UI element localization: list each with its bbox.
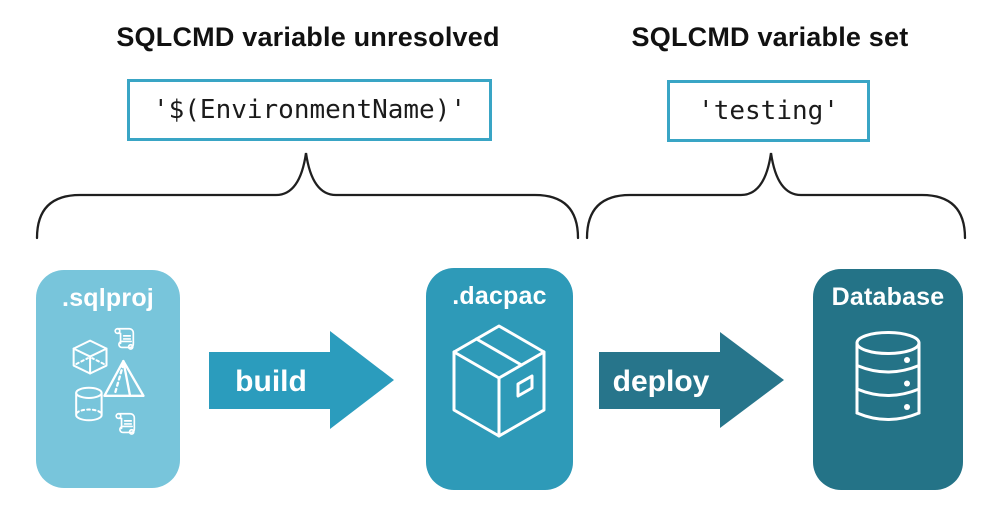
left-brace	[35, 152, 580, 240]
sql-objects-icon	[72, 327, 145, 435]
node-dacpac: .dacpac	[426, 268, 573, 490]
heading-variable-set: SQLCMD variable set	[631, 22, 909, 52]
code-testing-value: 'testing'	[698, 96, 839, 126]
code-box-testing-value: 'testing'	[667, 80, 870, 142]
node-dacpac-label: .dacpac	[452, 282, 547, 310]
package-icon	[452, 324, 546, 438]
pyramid-icon	[103, 359, 145, 397]
scroll-icon	[115, 412, 136, 435]
scroll-icon	[114, 327, 135, 350]
node-database-label: Database	[831, 283, 945, 311]
cube-icon	[72, 339, 108, 375]
brace-group	[35, 152, 967, 240]
node-sqlproj: .sqlproj	[36, 270, 180, 488]
node-database: Database	[813, 269, 963, 490]
heading-variable-unresolved: SQLCMD variable unresolved	[116, 22, 500, 52]
cylinder-icon	[75, 386, 103, 422]
database-icon	[855, 331, 921, 421]
code-environment-variable: '$(EnvironmentName)'	[152, 95, 467, 125]
node-sqlproj-label: .sqlproj	[62, 284, 154, 312]
code-box-environment-variable: '$(EnvironmentName)'	[127, 79, 492, 141]
right-brace	[585, 152, 967, 240]
